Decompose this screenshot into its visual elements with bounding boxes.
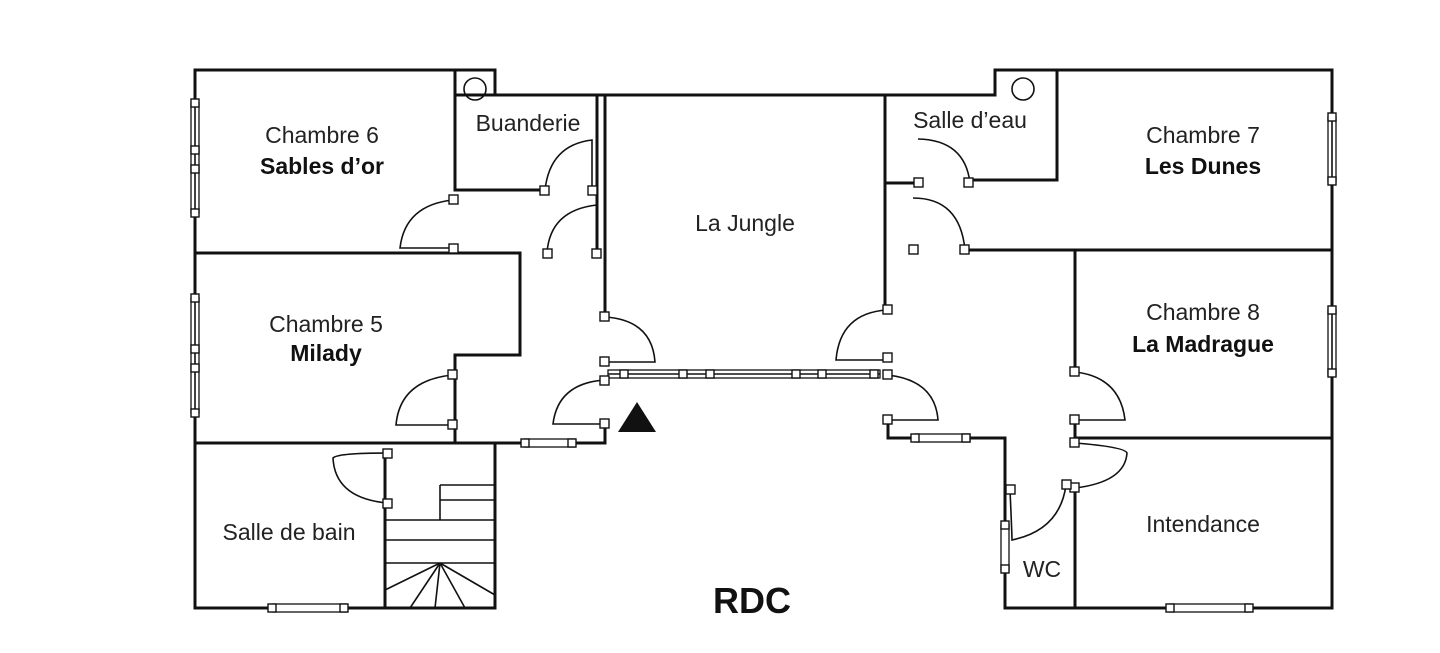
door-hinges	[382, 177, 1080, 509]
room-name-chambre-7: Les Dunes	[1145, 153, 1261, 179]
plan-title: RDC	[713, 580, 791, 621]
room-name-chambre-5: Milady	[290, 340, 362, 366]
entrance-triangle-icon	[618, 402, 656, 432]
room-label-chambre-5: Chambre 5	[269, 311, 383, 337]
room-name-chambre-8: La Madrague	[1132, 331, 1274, 357]
room-label-chambre-6: Chambre 6	[265, 122, 379, 148]
room-label-salle-de-bain: Salle de bain	[223, 519, 356, 545]
column-icon	[1011, 77, 1035, 101]
doors	[332, 138, 1128, 541]
room-label-chambre-8: Chambre 8	[1146, 299, 1260, 325]
room-label-buanderie: Buanderie	[476, 110, 581, 136]
walls	[193, 68, 1334, 610]
column-icon	[463, 77, 487, 101]
room-name-chambre-6: Sables d’or	[260, 153, 384, 179]
room-label-la-jungle: La Jungle	[695, 210, 795, 236]
staircase	[384, 484, 496, 609]
room-label-chambre-7: Chambre 7	[1146, 122, 1260, 148]
room-label-wc: WC	[1023, 556, 1061, 582]
window-frames	[190, 98, 1337, 613]
room-label-intendance: Intendance	[1146, 511, 1260, 537]
room-label-salle-deau: Salle d’eau	[913, 107, 1027, 133]
